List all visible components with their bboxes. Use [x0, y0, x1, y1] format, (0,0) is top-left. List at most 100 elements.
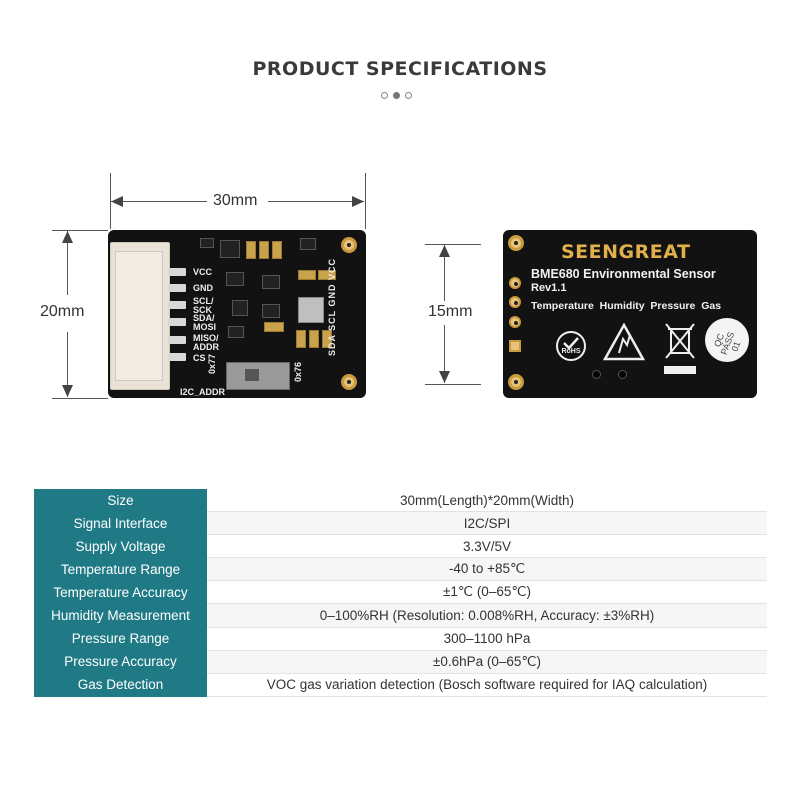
mount-hole-bottom-left	[508, 374, 524, 390]
arrow-down-icon	[62, 385, 73, 397]
dim-tick-left	[110, 173, 111, 229]
connector-pin	[168, 301, 186, 309]
spec-value: 30mm(Length)*20mm(Width)	[207, 489, 767, 513]
spec-value: -40 to +85℃	[207, 557, 767, 582]
spec-key: Gas Detection	[34, 673, 207, 697]
smd-component	[259, 241, 269, 259]
dim-line-height-top	[67, 231, 68, 295]
rohs-icon: RoHS	[556, 331, 586, 361]
mount-hole-top-left	[508, 235, 524, 251]
side-pad	[509, 316, 521, 328]
spec-value: 3.3V/5V	[207, 534, 767, 559]
arrow-down-icon	[439, 371, 450, 383]
side-pad	[509, 296, 521, 308]
esd-warning-icon	[603, 323, 645, 361]
label-strip	[664, 366, 696, 374]
spec-row: Temperature Range-40 to +85℃	[34, 557, 767, 582]
connector-pin	[168, 268, 186, 276]
page-title: PRODUCT SPECIFICATIONS	[252, 58, 548, 80]
connector-pin	[168, 318, 186, 326]
smd-component	[228, 326, 244, 338]
arrow-up-icon	[62, 231, 73, 243]
smd-component	[220, 240, 240, 258]
mount-hole-top-right	[341, 237, 357, 253]
brand-logo: SEENGREAT	[561, 241, 691, 263]
connector-pin	[168, 284, 186, 292]
smd-component	[298, 270, 316, 280]
smd-component	[200, 238, 214, 248]
dim-line-height-bottom	[67, 332, 68, 397]
spec-value: 0–100%RH (Resolution: 0.008%RH, Accuracy…	[207, 603, 767, 628]
product-name: BME680 Environmental Sensor	[531, 267, 716, 281]
addr-label-0x76: 0x76	[293, 361, 303, 382]
smd-component	[246, 241, 256, 259]
addr-label-0x77: 0x77	[207, 353, 217, 374]
spec-key: Humidity Measurement	[34, 603, 207, 628]
smd-component	[272, 241, 282, 259]
connector-housing	[110, 242, 170, 390]
addr-switch[interactable]	[226, 362, 290, 390]
carousel-dot-3[interactable]	[405, 92, 412, 99]
rohs-label: RoHS	[561, 348, 581, 355]
switch-label: I2C_ADDR	[180, 387, 226, 397]
bme680-chip	[298, 297, 324, 323]
dim-tick-bottom	[52, 398, 108, 399]
dim-tick-right	[365, 173, 366, 229]
via-hole	[592, 370, 601, 379]
connector-pin	[168, 336, 186, 344]
smd-component	[262, 275, 280, 289]
spec-key: Pressure Range	[34, 627, 207, 651]
smd-component	[318, 270, 336, 280]
arrow-right-icon	[352, 196, 364, 207]
mount-hole-bottom-right	[341, 374, 357, 390]
dim-line-back-bottom	[444, 325, 445, 383]
spec-key: Temperature Range	[34, 557, 207, 582]
height-dimension-label: 20mm	[40, 303, 85, 320]
pin-label-vcc: VCC	[193, 267, 213, 277]
spec-key: Pressure Accuracy	[34, 650, 207, 674]
smd-component	[264, 322, 284, 332]
carousel-dot-2[interactable]	[393, 92, 400, 99]
smd-component	[322, 330, 332, 348]
qc-pass-sticker: QC PASS 01	[705, 318, 749, 362]
smd-component	[309, 330, 319, 348]
smd-component	[300, 238, 316, 250]
spec-row: Temperature Accuracy±1℃ (0–65℃)	[34, 580, 767, 605]
dim-line-width-right	[268, 201, 364, 202]
features-label: Temperature Humidity Pressure Gas	[531, 300, 722, 312]
carousel-dot-1[interactable]	[381, 92, 388, 99]
spec-value: ±0.6hPa (0–65℃)	[207, 650, 767, 674]
pin-label-miso: MISO/ ADDR	[193, 333, 219, 352]
back-board	[503, 230, 757, 398]
smd-component	[226, 272, 244, 286]
spec-value: VOC gas variation detection (Bosch softw…	[207, 673, 767, 697]
spec-key: Size	[34, 489, 207, 513]
back-height-dimension-label: 15mm	[428, 303, 473, 320]
spec-value: ±1℃ (0–65℃)	[207, 580, 767, 605]
side-pad-square	[509, 340, 521, 352]
connector-pin	[168, 353, 186, 361]
smd-component	[296, 330, 306, 348]
spec-key: Temperature Accuracy	[34, 580, 207, 605]
weee-bin-icon	[665, 323, 695, 359]
pin-label-gnd: GND	[193, 283, 213, 293]
side-pad	[509, 277, 521, 289]
dim-line-back-top	[444, 245, 445, 301]
dim-tick-back-bottom	[425, 384, 481, 385]
dim-line-width-left	[111, 201, 207, 202]
dim-tick-top	[52, 230, 108, 231]
side-pin-labels: SDA SCL GND VCC	[327, 257, 337, 356]
pin-label-sda: SDA/ MOSI	[193, 313, 217, 332]
pin-label-cs: CS	[193, 353, 206, 363]
spec-key: Signal Interface	[34, 511, 207, 536]
carousel-dots[interactable]	[381, 92, 412, 99]
smd-component	[232, 300, 248, 316]
spec-value: I2C/SPI	[207, 511, 767, 536]
